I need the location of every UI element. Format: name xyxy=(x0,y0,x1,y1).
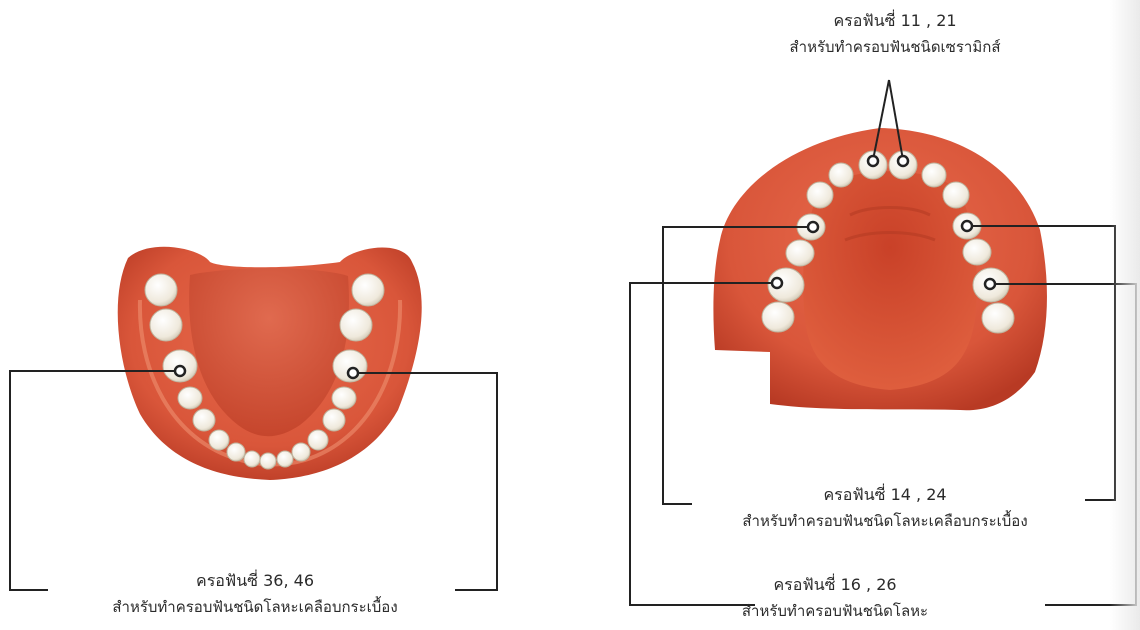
lower-tooth xyxy=(292,443,310,461)
marker-tooth-26 xyxy=(985,279,995,289)
lower-tooth xyxy=(260,453,276,469)
lower-tooth xyxy=(178,387,202,409)
label-upper-back-desc: สำหรับทำครอบฟันชนิดโลหะ xyxy=(640,598,1030,624)
marker-tooth-11 xyxy=(868,156,878,166)
upper-tooth xyxy=(963,239,991,265)
marker-tooth-16 xyxy=(772,278,782,288)
lower-tooth xyxy=(340,309,372,341)
marker-tooth-24 xyxy=(962,221,972,231)
marker-tooth-14 xyxy=(808,222,818,232)
lower-tooth xyxy=(323,409,345,431)
upper-jaw-model xyxy=(713,128,1047,410)
marker-tooth-21 xyxy=(898,156,908,166)
label-teeth-14-24: ครอฟันซี่ 14 , 24 สำหรับทำครอบฟันชนิดโลห… xyxy=(690,482,1080,534)
scan-edge-shade xyxy=(1110,0,1140,630)
marker-tooth-46 xyxy=(175,366,185,376)
lower-jaw-model xyxy=(118,247,422,480)
upper-tooth xyxy=(829,163,853,187)
upper-tooth xyxy=(807,182,833,208)
label-upper-front-desc: สำหรับทำครอบฟันชนิดเซรามิกส์ xyxy=(700,34,1090,60)
upper-tooth xyxy=(786,240,814,266)
lower-tooth xyxy=(193,409,215,431)
lower-tooth xyxy=(244,451,260,467)
label-upper-front-title: ครอฟันซี่ 11 , 21 xyxy=(700,8,1090,34)
label-lower-title: ครอฟันซี่ 36, 46 xyxy=(60,568,450,594)
lower-tooth xyxy=(145,274,177,306)
label-upper-mid-title: ครอฟันซี่ 14 , 24 xyxy=(690,482,1080,508)
lower-tooth xyxy=(209,430,229,450)
lower-tooth xyxy=(277,451,293,467)
label-teeth-16-26: ครอฟันซี่ 16 , 26 สำหรับทำครอบฟันชนิดโลห… xyxy=(640,572,1030,624)
upper-tooth xyxy=(922,163,946,187)
label-teeth-11-21: ครอฟันซี่ 11 , 21 สำหรับทำครอบฟันชนิดเซร… xyxy=(700,8,1090,60)
lower-tooth xyxy=(332,387,356,409)
lower-tooth xyxy=(352,274,384,306)
lower-tooth xyxy=(227,443,245,461)
lower-tooth xyxy=(308,430,328,450)
lower-tooth xyxy=(150,309,182,341)
label-lower-desc: สำหรับทำครอบฟันชนิดโลหะเคลือบกระเบื้อง xyxy=(60,594,450,620)
label-teeth-36-46: ครอฟันซี่ 36, 46 สำหรับทำครอบฟันชนิดโลหะ… xyxy=(60,568,450,620)
upper-tooth xyxy=(762,302,794,332)
marker-tooth-36 xyxy=(348,368,358,378)
upper-tooth xyxy=(943,182,969,208)
label-upper-back-title: ครอฟันซี่ 16 , 26 xyxy=(640,572,1030,598)
label-upper-mid-desc: สำหรับทำครอบฟันชนิดโลหะเคลือบกระเบื้อง xyxy=(690,508,1080,534)
upper-tooth xyxy=(982,303,1014,333)
